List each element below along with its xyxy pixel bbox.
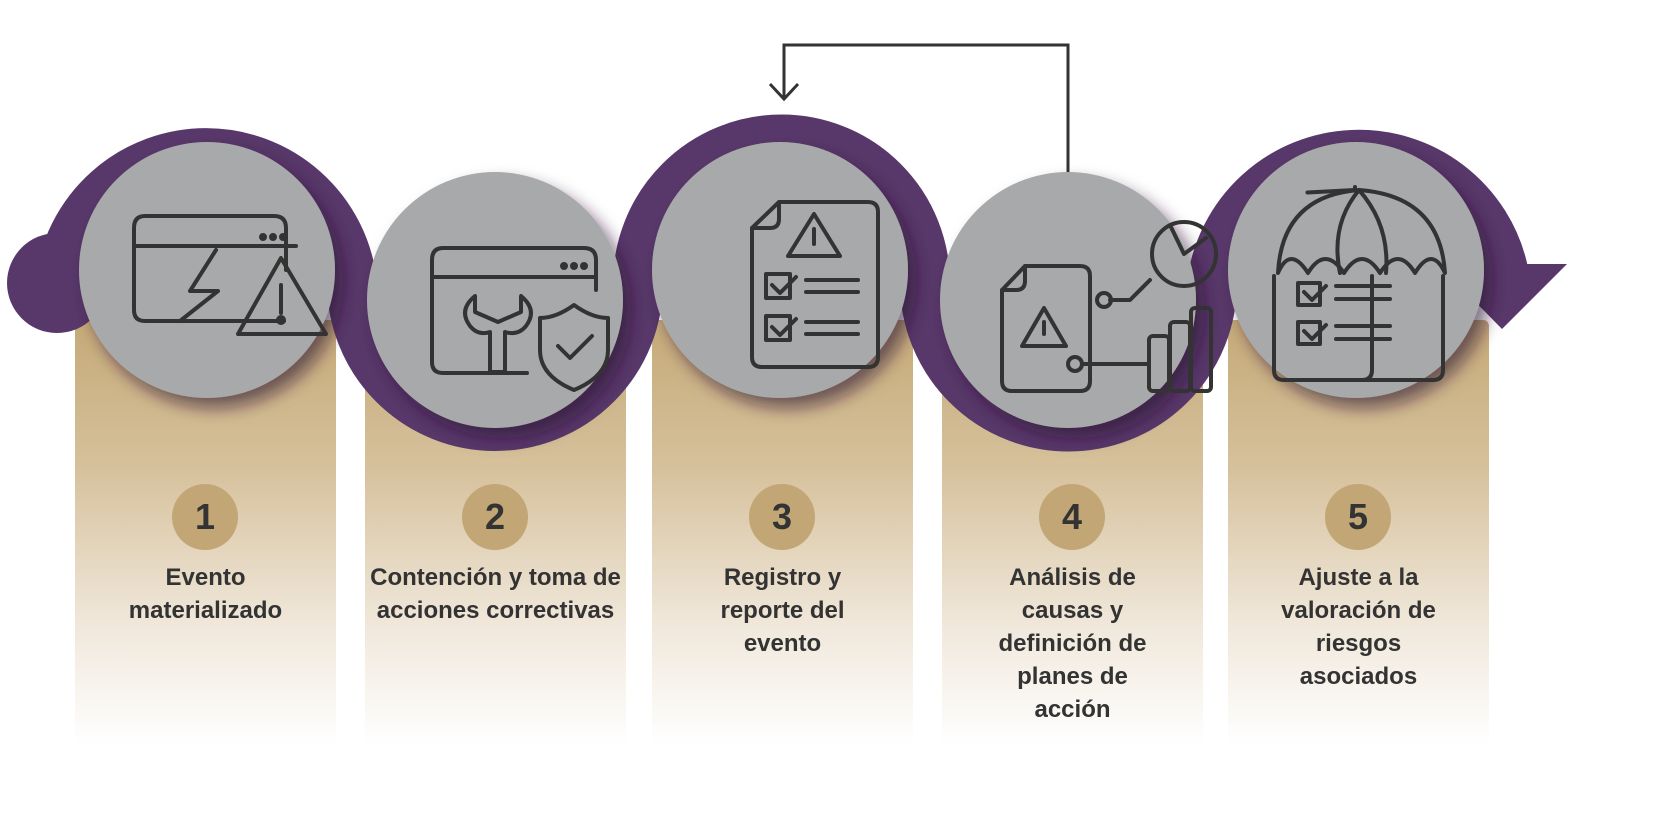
step-label-4: Análisis de causas y definición de plane… — [998, 564, 1147, 723]
step-label-1: Evento materializado — [128, 564, 283, 624]
step-circle-5 — [1228, 142, 1484, 398]
step-number-3: 3 — [749, 484, 815, 550]
step-number-5: 5 — [1325, 484, 1391, 550]
step-number-2: 2 — [462, 484, 528, 550]
step-label-5: Ajuste a la valoración de riesgos asocia… — [1281, 564, 1436, 690]
step-number-4: 4 — [1039, 484, 1105, 550]
step-circle-3 — [652, 142, 908, 398]
feedback-loop-arrow — [768, 43, 1070, 180]
document-analytics-icon — [1000, 220, 1218, 393]
step-label-2: Contención y toma de acciones correctiva… — [370, 564, 621, 624]
step-circle-2 — [367, 172, 623, 428]
step-label-3: Registro y reporte del evento — [720, 564, 845, 657]
umbrella-checklist-icon — [1272, 185, 1447, 382]
browser-lightning-warning-icon — [132, 214, 328, 336]
step-circle-1 — [79, 142, 335, 398]
browser-wrench-shield-icon — [430, 246, 610, 392]
document-warning-checklist-icon — [750, 200, 880, 369]
step-number-1: 1 — [172, 484, 238, 550]
